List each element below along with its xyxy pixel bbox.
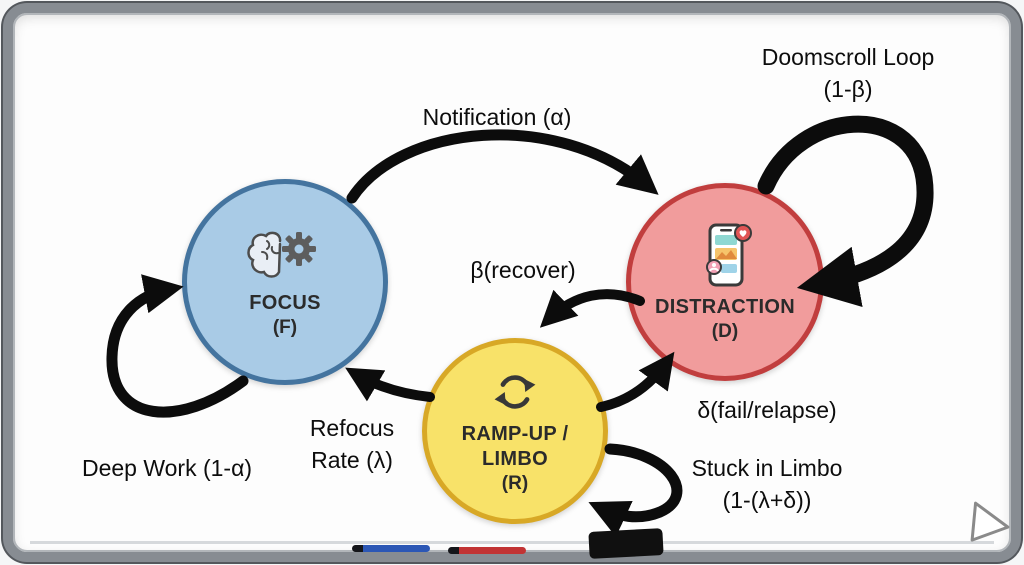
- node-distraction-label: DISTRACTION: [655, 295, 795, 318]
- edge-label-stuck: Stuck in Limbo (1-(λ+δ)): [692, 452, 843, 516]
- edge-label-doomscroll: Doomscroll Loop (1-β): [762, 41, 935, 105]
- node-focus-label: FOCUS: [249, 291, 321, 314]
- board-eraser: [588, 528, 664, 559]
- edge-label-refocus: Refocus Rate (λ): [310, 412, 394, 476]
- node-rampup-sub: (R): [501, 473, 529, 495]
- node-rampup-label-line1: RAMP-UP /: [461, 423, 569, 446]
- node-distraction-sub: (D): [711, 320, 739, 342]
- edge-label-notification: Notification (α): [422, 103, 572, 130]
- marker-tray: [30, 541, 994, 544]
- node-rampup-label-line2: LIMBO: [482, 448, 548, 471]
- edge-label-deepwork: Deep Work (1-α): [81, 454, 253, 481]
- node-focus: FOCUS (F): [182, 179, 388, 385]
- edge-label-relapse: δ(fail/relapse): [697, 396, 837, 423]
- node-distraction: DISTRACTION (D): [626, 183, 824, 381]
- brain-gear-icon: [247, 231, 316, 278]
- edge-label-recover: β(recover): [470, 256, 576, 283]
- edge-label-stuck-line2: (1-(λ+δ)): [722, 487, 812, 513]
- blue-marker: [352, 545, 430, 552]
- edge-label-doomscroll-line1: Doomscroll Loop: [761, 43, 935, 70]
- node-rampup-limbo: RAMP-UP / LIMBO (R): [422, 338, 608, 524]
- edge-label-refocus-line2: Rate (λ): [311, 447, 393, 473]
- phone-social-icon: [706, 223, 752, 287]
- node-focus-sub: (F): [272, 316, 298, 338]
- edge-label-stuck-line1: Stuck in Limbo: [691, 454, 843, 481]
- edge-label-doomscroll-line2: (1-β): [823, 76, 873, 102]
- edge-label-refocus-line1: Refocus: [309, 414, 395, 441]
- play-triangle-icon: [970, 501, 1010, 542]
- red-marker: [448, 547, 526, 554]
- refresh-cycle-icon: [494, 375, 536, 409]
